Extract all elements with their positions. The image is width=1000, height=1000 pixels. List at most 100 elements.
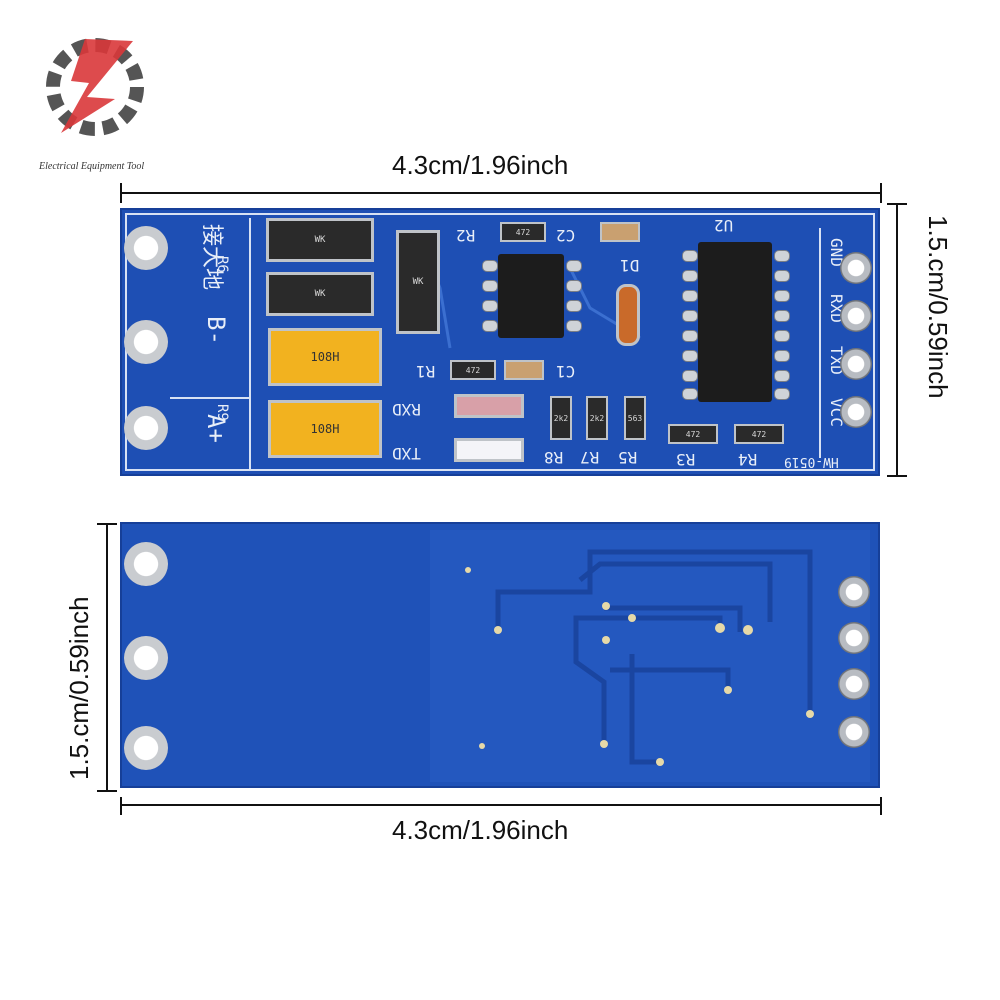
capacitor-c1 bbox=[504, 360, 544, 380]
resistor-r1: 472 bbox=[450, 360, 496, 380]
back-header-pad-1 bbox=[838, 576, 870, 608]
back-header-pad-4 bbox=[838, 716, 870, 748]
u2-pin bbox=[682, 290, 698, 302]
u2-pin bbox=[682, 350, 698, 362]
u2-pin bbox=[682, 370, 698, 382]
resistor-r7: 2k2 bbox=[586, 396, 608, 440]
sop-pin bbox=[482, 300, 498, 312]
sop-pin bbox=[482, 320, 498, 332]
resistor-r5: 563 bbox=[624, 396, 646, 440]
u2-pin bbox=[682, 310, 698, 322]
resistor-r8: 2k2 bbox=[550, 396, 572, 440]
ref-r7: R7 bbox=[580, 448, 600, 467]
ref-r9: R9 bbox=[214, 404, 230, 421]
right-width-label: 1.5.cm/0.59inch bbox=[923, 215, 953, 399]
terminal-pad-1 bbox=[124, 226, 168, 270]
sop-pin bbox=[566, 300, 582, 312]
tvs-diode-1: WK bbox=[266, 218, 374, 262]
capacitor-c2 bbox=[600, 222, 640, 242]
u2-pin bbox=[774, 310, 790, 322]
ref-r6: R6 bbox=[214, 256, 230, 273]
sop-pin bbox=[566, 260, 582, 272]
txd-led-label: TXD bbox=[392, 444, 421, 463]
tvs-marking-3: WK bbox=[412, 277, 424, 287]
u2-pin bbox=[682, 270, 698, 282]
resistor-code-r8: 2k2 bbox=[553, 413, 569, 423]
brand-logo: Electrical Equipment Tool bbox=[25, 25, 165, 175]
back-terminal-pad-2 bbox=[124, 636, 168, 680]
fuse-2: 108H bbox=[268, 400, 382, 458]
sop-pin bbox=[482, 280, 498, 292]
u2-pin bbox=[774, 350, 790, 362]
gear-logo-icon bbox=[46, 38, 144, 136]
resistor-code-r4: 472 bbox=[751, 429, 767, 439]
brand-text: Electrical Equipment Tool bbox=[39, 161, 145, 172]
ref-d1: D1 bbox=[620, 256, 640, 275]
top-length-label: 4.3cm/1.96inch bbox=[392, 150, 569, 180]
terminal-pad-2 bbox=[124, 320, 168, 364]
u2-pin bbox=[774, 270, 790, 282]
back-terminal-pad-1 bbox=[124, 542, 168, 586]
sop-pin bbox=[566, 320, 582, 332]
terminal-pad-3 bbox=[124, 406, 168, 450]
tvs-diode-3: WK bbox=[396, 230, 440, 334]
header-pad-rxd bbox=[840, 300, 872, 332]
resistor-r4: 472 bbox=[734, 424, 784, 444]
resistor-code-r1: 472 bbox=[465, 365, 481, 375]
header-pad-vcc bbox=[840, 396, 872, 428]
fuse-1: 108H bbox=[268, 328, 382, 386]
tvs-marking-1: WK bbox=[314, 235, 326, 245]
ref-r3: R3 bbox=[676, 450, 696, 469]
fuse-marking-2: 108H bbox=[310, 422, 340, 436]
tvs-diode-2: WK bbox=[266, 272, 374, 316]
sop-pin bbox=[482, 260, 498, 272]
left-width-label: 1.5.cm/0.59inch bbox=[64, 596, 94, 780]
tvs-marking-2: WK bbox=[314, 289, 326, 299]
header-pad-gnd bbox=[840, 252, 872, 284]
model-label: HW-0519 bbox=[784, 454, 839, 469]
resistor-code-r5: 563 bbox=[627, 413, 643, 423]
u2-pin bbox=[774, 370, 790, 382]
b-minus-label: B- bbox=[202, 316, 230, 345]
sop8-chip bbox=[498, 254, 564, 338]
header-pad-txd bbox=[840, 348, 872, 380]
u2-pin bbox=[682, 388, 698, 400]
u2-pin bbox=[682, 250, 698, 262]
left-dimension-line bbox=[97, 523, 117, 792]
u2-pin bbox=[682, 330, 698, 342]
back-header-pad-2 bbox=[838, 622, 870, 654]
pcb-back bbox=[120, 522, 880, 788]
u2-pin bbox=[774, 250, 790, 262]
right-dimension-line bbox=[887, 203, 907, 477]
u2-pin bbox=[774, 330, 790, 342]
back-header-pad-3 bbox=[838, 668, 870, 700]
ground-plane-region bbox=[430, 530, 870, 782]
back-terminal-pad-3 bbox=[124, 726, 168, 770]
rxd-led-label: RXD bbox=[392, 400, 421, 419]
resistor-r3: 472 bbox=[668, 424, 718, 444]
ref-r8: R8 bbox=[544, 448, 564, 467]
rxd-led bbox=[454, 394, 524, 418]
resistor-code-r3: 472 bbox=[685, 429, 701, 439]
u2-pin bbox=[774, 388, 790, 400]
ref-c1: C1 bbox=[556, 362, 576, 381]
copper-traces bbox=[465, 549, 814, 766]
bottom-dimension-line bbox=[120, 797, 882, 815]
fuse-marking-1: 108H bbox=[310, 350, 340, 364]
top-dimension-line bbox=[120, 183, 882, 203]
resistor-code-r7: 2k2 bbox=[589, 413, 605, 423]
u2-chip bbox=[698, 242, 772, 402]
diode-d1 bbox=[616, 284, 640, 346]
ref-r1: R1 bbox=[416, 362, 436, 381]
ref-r4: R4 bbox=[738, 450, 758, 469]
txd-led bbox=[454, 438, 524, 462]
ref-r5: R5 bbox=[618, 448, 638, 467]
pcb-front: 接大地 B- A+ WK WK WK 108H 108H RXD TXD 472… bbox=[120, 208, 880, 476]
ref-c2: C2 bbox=[556, 226, 576, 245]
bottom-length-label: 4.3cm/1.96inch bbox=[392, 815, 569, 845]
resistor-code-r2: 472 bbox=[515, 227, 531, 237]
ref-r2: R2 bbox=[456, 226, 476, 245]
u2-pin bbox=[774, 290, 790, 302]
resistor-r2: 472 bbox=[500, 222, 546, 242]
ref-u2: U2 bbox=[714, 216, 734, 235]
